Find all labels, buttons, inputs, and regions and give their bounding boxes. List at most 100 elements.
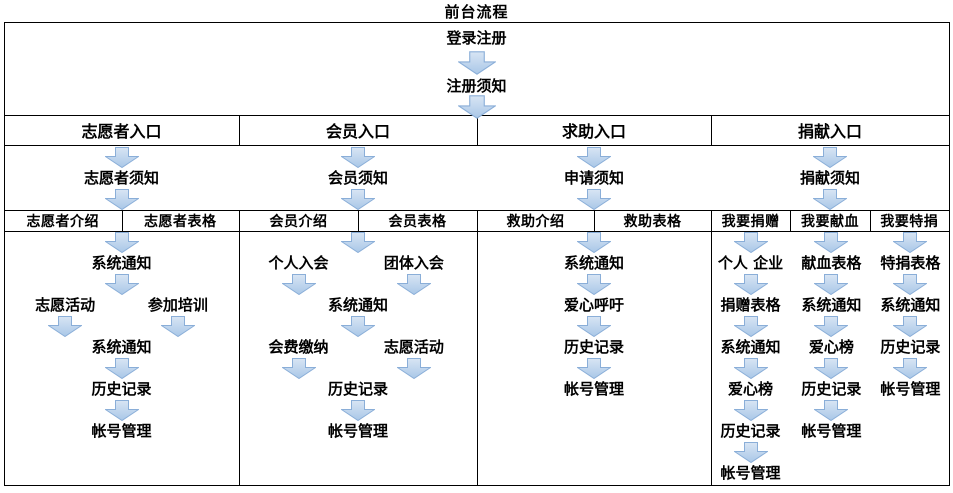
flow-node: 帐号管理 bbox=[563, 380, 625, 398]
down-arrow-icon bbox=[814, 232, 849, 253]
down-arrow-icon bbox=[733, 316, 768, 337]
flow-node: 系统通知 bbox=[720, 338, 781, 356]
entry-header: 捐献入口 bbox=[797, 122, 862, 141]
divider-line bbox=[949, 22, 950, 485]
down-arrow-icon bbox=[814, 274, 849, 295]
down-arrow-icon bbox=[281, 274, 316, 295]
flow-node: 爱心榜 bbox=[727, 380, 774, 398]
flow-node: 历史记录 bbox=[720, 422, 781, 440]
subentry-header: 会员表格 bbox=[388, 213, 447, 230]
down-arrow-icon bbox=[577, 316, 611, 337]
down-arrow-icon bbox=[813, 147, 847, 168]
divider-line bbox=[870, 210, 871, 231]
down-arrow-icon bbox=[341, 400, 375, 421]
down-arrow-icon bbox=[341, 147, 375, 168]
subentry-header: 会员介绍 bbox=[269, 213, 328, 230]
down-arrow-icon bbox=[893, 316, 928, 337]
divider-line bbox=[477, 210, 478, 485]
page-title: 前台流程 bbox=[444, 3, 509, 21]
subentry-header: 我要献血 bbox=[800, 213, 859, 230]
flow-node: 系统通知 bbox=[563, 254, 625, 272]
flow-node: 爱心呼吁 bbox=[563, 296, 625, 314]
notice-node: 志愿者须知 bbox=[83, 169, 160, 187]
flow-node: 个人 企业 bbox=[717, 254, 784, 272]
down-arrow-icon bbox=[396, 358, 431, 379]
down-arrow-icon bbox=[48, 316, 83, 337]
down-arrow-icon bbox=[577, 358, 611, 379]
down-arrow-icon bbox=[577, 189, 611, 210]
down-arrow-icon bbox=[104, 400, 139, 421]
divider-line bbox=[239, 210, 240, 485]
subentry-header: 救助介绍 bbox=[506, 213, 565, 230]
flow-node: 帐号管理 bbox=[91, 422, 152, 440]
flow-node: 会费缴纳 bbox=[268, 338, 329, 356]
flow-node: 个人入会 bbox=[268, 254, 329, 272]
down-arrow-icon bbox=[733, 400, 768, 421]
down-arrow-icon bbox=[893, 358, 928, 379]
notice-node: 会员须知 bbox=[327, 169, 389, 187]
entry-header: 会员入口 bbox=[325, 122, 390, 141]
down-arrow-icon bbox=[341, 232, 375, 253]
down-arrow-icon bbox=[457, 51, 496, 75]
flow-node: 历史记录 bbox=[563, 338, 625, 356]
flow-node: 系统通知 bbox=[91, 338, 152, 356]
flow-node: 捐赠表格 bbox=[720, 296, 781, 314]
divider-line bbox=[4, 485, 950, 486]
flow-node: 参加培训 bbox=[147, 296, 208, 314]
divider-line bbox=[239, 115, 240, 145]
divider-line bbox=[594, 210, 595, 231]
register-notice-node: 注册须知 bbox=[446, 77, 507, 95]
down-arrow-icon bbox=[577, 147, 611, 168]
subentry-header: 我要特捐 bbox=[880, 213, 939, 230]
flow-node: 系统通知 bbox=[801, 296, 862, 314]
flow-node: 团体入会 bbox=[383, 254, 444, 272]
down-arrow-icon bbox=[104, 358, 139, 379]
flow-node: 志愿活动 bbox=[35, 296, 96, 314]
flow-node: 系统通知 bbox=[327, 296, 389, 314]
flow-node: 志愿活动 bbox=[383, 338, 444, 356]
down-arrow-icon bbox=[577, 274, 611, 295]
flow-node: 系统通知 bbox=[91, 254, 152, 272]
flow-node: 特捐表格 bbox=[880, 254, 941, 272]
down-arrow-icon bbox=[814, 400, 849, 421]
down-arrow-icon bbox=[341, 189, 375, 210]
divider-line bbox=[4, 22, 5, 485]
down-arrow-icon bbox=[577, 232, 611, 253]
divider-line bbox=[4, 145, 949, 146]
down-arrow-icon bbox=[341, 316, 375, 337]
down-arrow-icon bbox=[104, 147, 139, 168]
down-arrow-icon bbox=[733, 442, 768, 463]
down-arrow-icon bbox=[457, 95, 496, 119]
flow-node: 历史记录 bbox=[801, 380, 862, 398]
subentry-header: 志愿者介绍 bbox=[26, 213, 99, 230]
down-arrow-icon bbox=[893, 232, 928, 253]
entry-header: 求助入口 bbox=[561, 122, 626, 141]
divider-line bbox=[711, 210, 712, 485]
divider-line bbox=[790, 210, 791, 231]
divider-line bbox=[122, 210, 123, 231]
divider-line bbox=[477, 115, 478, 145]
down-arrow-icon bbox=[733, 274, 768, 295]
notice-node: 申请须知 bbox=[563, 169, 625, 187]
down-arrow-icon bbox=[814, 316, 849, 337]
down-arrow-icon bbox=[104, 274, 139, 295]
flow-node: 献血表格 bbox=[801, 254, 862, 272]
subentry-header: 志愿者表格 bbox=[144, 213, 217, 230]
down-arrow-icon bbox=[104, 189, 139, 210]
flow-node: 帐号管理 bbox=[880, 380, 941, 398]
down-arrow-icon bbox=[733, 358, 768, 379]
flow-node: 历史记录 bbox=[327, 380, 389, 398]
down-arrow-icon bbox=[813, 189, 847, 210]
divider-line bbox=[4, 210, 949, 211]
down-arrow-icon bbox=[396, 274, 431, 295]
divider-line bbox=[4, 22, 949, 23]
divider-line bbox=[711, 115, 712, 145]
divider-line bbox=[4, 231, 949, 232]
divider-line bbox=[358, 210, 359, 231]
down-arrow-icon bbox=[281, 358, 316, 379]
subentry-header: 我要捐赠 bbox=[721, 213, 780, 230]
flow-node: 帐号管理 bbox=[720, 464, 781, 482]
flow-node: 历史记录 bbox=[91, 380, 152, 398]
down-arrow-icon bbox=[814, 358, 849, 379]
